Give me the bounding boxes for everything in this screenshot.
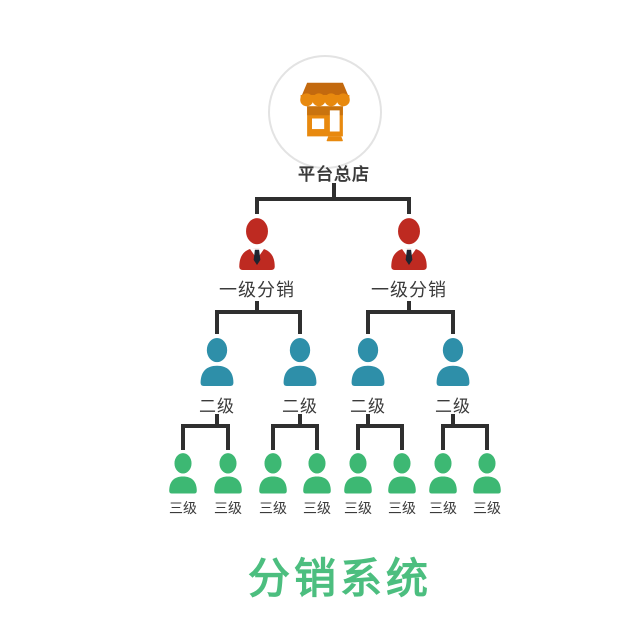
level3-node: 三级 (290, 449, 344, 518)
level3-label: 三级 (303, 500, 331, 516)
level1-label: 一级分销 (371, 280, 447, 300)
level1-label: 一级分销 (219, 280, 295, 300)
level2-label: 二级 (282, 397, 318, 416)
level3-node: 三级 (201, 449, 255, 518)
connector-stub (255, 301, 259, 310)
connector-stub (407, 301, 411, 310)
level1-node: 一级分销 (364, 213, 454, 302)
level2-node: 二级 (265, 333, 335, 417)
level2-label: 二级 (199, 397, 235, 416)
level3-label: 三级 (473, 500, 501, 516)
level3-node: 三级 (331, 449, 385, 518)
person-suit-icon (382, 213, 436, 273)
person-icon (428, 333, 478, 389)
connector-root-stub (332, 183, 336, 197)
connector-stub (215, 414, 219, 424)
person-icon (337, 449, 379, 496)
connector-bracket (356, 424, 404, 450)
page-title: 分销系统 (247, 555, 432, 602)
person-icon (192, 333, 242, 389)
level3-node: 三级 (156, 449, 210, 518)
level3-label: 三级 (259, 500, 287, 516)
level3-node: 三级 (460, 449, 514, 518)
level3-node: 三级 (375, 449, 429, 518)
connector-bracket (441, 424, 489, 450)
level2-label: 二级 (350, 397, 386, 416)
level1-node: 一级分销 (212, 213, 302, 302)
person-icon (252, 449, 294, 496)
storefront-icon (286, 73, 364, 151)
person-suit-icon (230, 213, 284, 273)
connector-bracket (271, 424, 319, 450)
level3-label: 三级 (344, 500, 372, 516)
person-icon (275, 333, 325, 389)
level3-label: 三级 (388, 500, 416, 516)
level2-node: 二级 (333, 333, 403, 417)
platform-store-label: 平台总店 (298, 165, 370, 184)
connector-stub (451, 414, 455, 424)
person-icon (466, 449, 508, 496)
connector-root-bracket (255, 197, 411, 214)
level3-node: 三级 (246, 449, 300, 518)
level3-node: 三级 (416, 449, 470, 518)
connector-stub (366, 414, 370, 424)
level2-node: 二级 (418, 333, 488, 417)
level2-label: 二级 (435, 397, 471, 416)
level2-node: 二级 (182, 333, 252, 417)
level3-label: 三级 (169, 500, 197, 516)
connector-bracket (181, 424, 230, 450)
connector-stub (298, 414, 302, 424)
person-icon (162, 449, 204, 496)
connector-bracket (215, 310, 302, 334)
level3-label: 三级 (429, 500, 457, 516)
person-icon (207, 449, 249, 496)
platform-store-badge (268, 55, 382, 169)
level3-label: 三级 (214, 500, 242, 516)
person-icon (422, 449, 464, 496)
connector-bracket (366, 310, 455, 334)
person-icon (343, 333, 393, 389)
